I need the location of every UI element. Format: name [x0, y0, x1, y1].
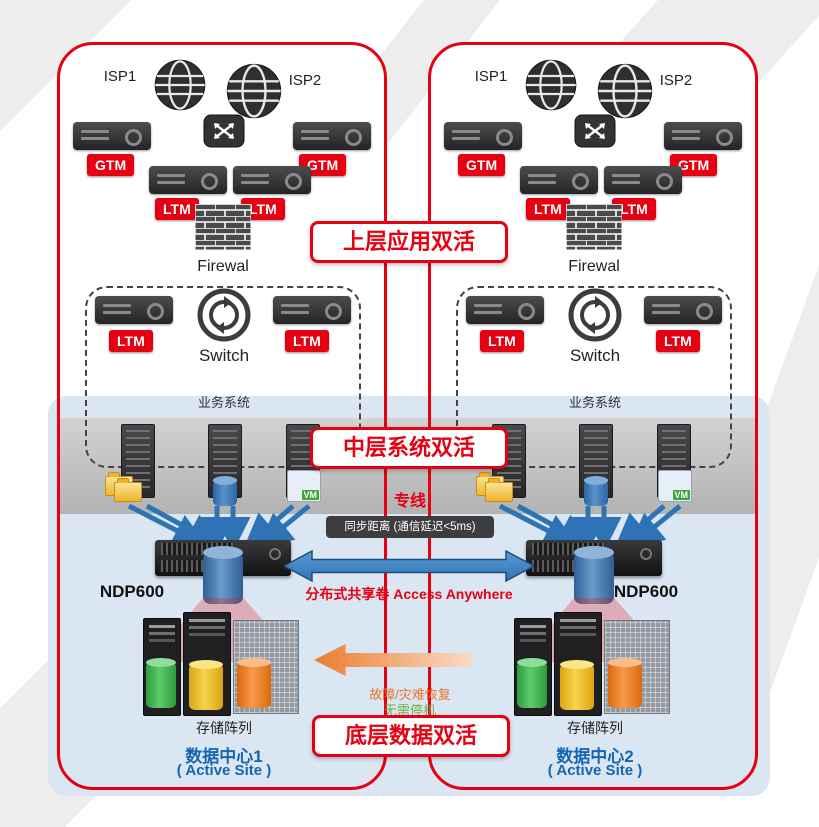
ltm-badge: LTM: [241, 198, 285, 220]
datacenter1-name: 数据中心1: [185, 747, 263, 766]
shared-volume-icon: [574, 546, 614, 604]
datacenter2-site: ( Active Site ): [547, 762, 643, 779]
datacenter2-border: [428, 42, 758, 790]
disk-volume-icon: [189, 660, 223, 710]
storage-array-label: 存储阵列: [567, 720, 623, 736]
business-system-label: 业务系统: [568, 395, 621, 410]
internet-globe-icon: [596, 62, 654, 120]
server-rack-icon: [121, 424, 155, 498]
ltm-appliance-icon: [604, 166, 682, 194]
isp2-label: ISP2: [288, 72, 322, 89]
firewall-icon: [194, 203, 252, 251]
firewall-label: Firewal: [197, 258, 249, 275]
vm-icon: VM: [658, 470, 692, 502]
gtm-appliance-icon: [73, 122, 151, 150]
ltm-appliance-icon: [466, 296, 544, 324]
gtm-badge: GTM: [87, 154, 135, 176]
switch-label: Switch: [569, 346, 621, 365]
shared-volume-label: 分布式共享卷 Access Anywhere: [305, 586, 513, 602]
replication-arrows: [498, 504, 682, 548]
storage-array-group: [514, 612, 676, 716]
disk-volume-icon: [237, 658, 271, 708]
recovery-text-line1: 故障/灾难恢复: [369, 687, 451, 702]
datacenter2-name: 数据中心2: [556, 747, 634, 766]
datacenter1-site: ( Active Site ): [176, 762, 272, 779]
ltm-badge: LTM: [480, 330, 524, 352]
disk-volume-icon: [560, 660, 594, 710]
ltm-badge: LTM: [656, 330, 700, 352]
internet-globe-icon: [153, 58, 207, 112]
gtm-appliance-icon: [444, 122, 522, 150]
router-icon: [203, 112, 245, 150]
ndp600-label: NDP600: [613, 582, 679, 601]
datacenter1-border: [57, 42, 387, 790]
middle-layer-label: 中层系统双活: [310, 427, 508, 469]
switch-icon: [197, 288, 251, 342]
ltm-appliance-icon: [520, 166, 598, 194]
switch-label: Switch: [198, 346, 250, 365]
ndp600-label: NDP600: [99, 582, 165, 601]
router-icon: [574, 112, 616, 150]
ltm-badge: LTM: [285, 330, 329, 352]
upper-layer-label: 上层应用双活: [310, 221, 508, 263]
shared-volume-icon: [203, 546, 243, 604]
sync-distance-badge: 同步距离 (通信延迟<5ms): [326, 516, 494, 538]
switch-icon: [568, 288, 622, 342]
folder-icon: [114, 478, 142, 502]
storage-array-group: [143, 612, 305, 716]
chassis-led: [640, 548, 652, 560]
ltm-badge: LTM: [526, 198, 570, 220]
replication-arrows: [127, 504, 311, 548]
sync-double-arrow: [284, 549, 534, 583]
ltm-badge: LTM: [612, 198, 656, 220]
ltm-badge: LTM: [155, 198, 199, 220]
storage-array-label: 存储阵列: [196, 720, 252, 736]
disk-volume-icon: [146, 658, 176, 708]
gtm-appliance-icon: [664, 122, 742, 150]
datacenter-2: ISP1 ISP2 GTM GTM LTM LTM Firewal LTM LT…: [428, 42, 758, 790]
isp1-label: ISP1: [103, 68, 137, 85]
gtm-badge: GTM: [458, 154, 506, 176]
bottom-layer-label: 底层数据双活: [312, 715, 510, 757]
vm-label: VM: [672, 490, 690, 500]
vm-icon: VM: [287, 470, 321, 502]
isp1-label: ISP1: [474, 68, 508, 85]
ltm-appliance-icon: [233, 166, 311, 194]
ltm-appliance-icon: [149, 166, 227, 194]
firewall-label: Firewal: [568, 258, 620, 275]
dedicated-line-label: 专线: [393, 493, 426, 510]
gtm-appliance-icon: [293, 122, 371, 150]
folder-icon: [485, 478, 513, 502]
datacenter-1: ISP1 ISP2 GTM GTM LTM LTM Firewal LTM LT…: [57, 42, 387, 790]
database-icon: [584, 476, 608, 506]
internet-globe-icon: [524, 58, 578, 112]
recovery-text-line2: 无需停机: [383, 703, 436, 718]
chassis-led: [269, 548, 281, 560]
ltm-appliance-icon: [273, 296, 351, 324]
vm-label: VM: [301, 490, 319, 500]
isp2-label: ISP2: [659, 72, 693, 89]
firewall-icon: [565, 203, 623, 251]
files-icon: [105, 472, 143, 502]
business-system-label: 业务系统: [197, 395, 250, 410]
files-icon: [476, 472, 514, 502]
database-icon: [213, 476, 237, 506]
ltm-appliance-icon: [644, 296, 722, 324]
internet-globe-icon: [225, 62, 283, 120]
ltm-appliance-icon: [95, 296, 173, 324]
disk-volume-icon: [517, 658, 547, 708]
disk-volume-icon: [608, 658, 642, 708]
ltm-badge: LTM: [109, 330, 153, 352]
